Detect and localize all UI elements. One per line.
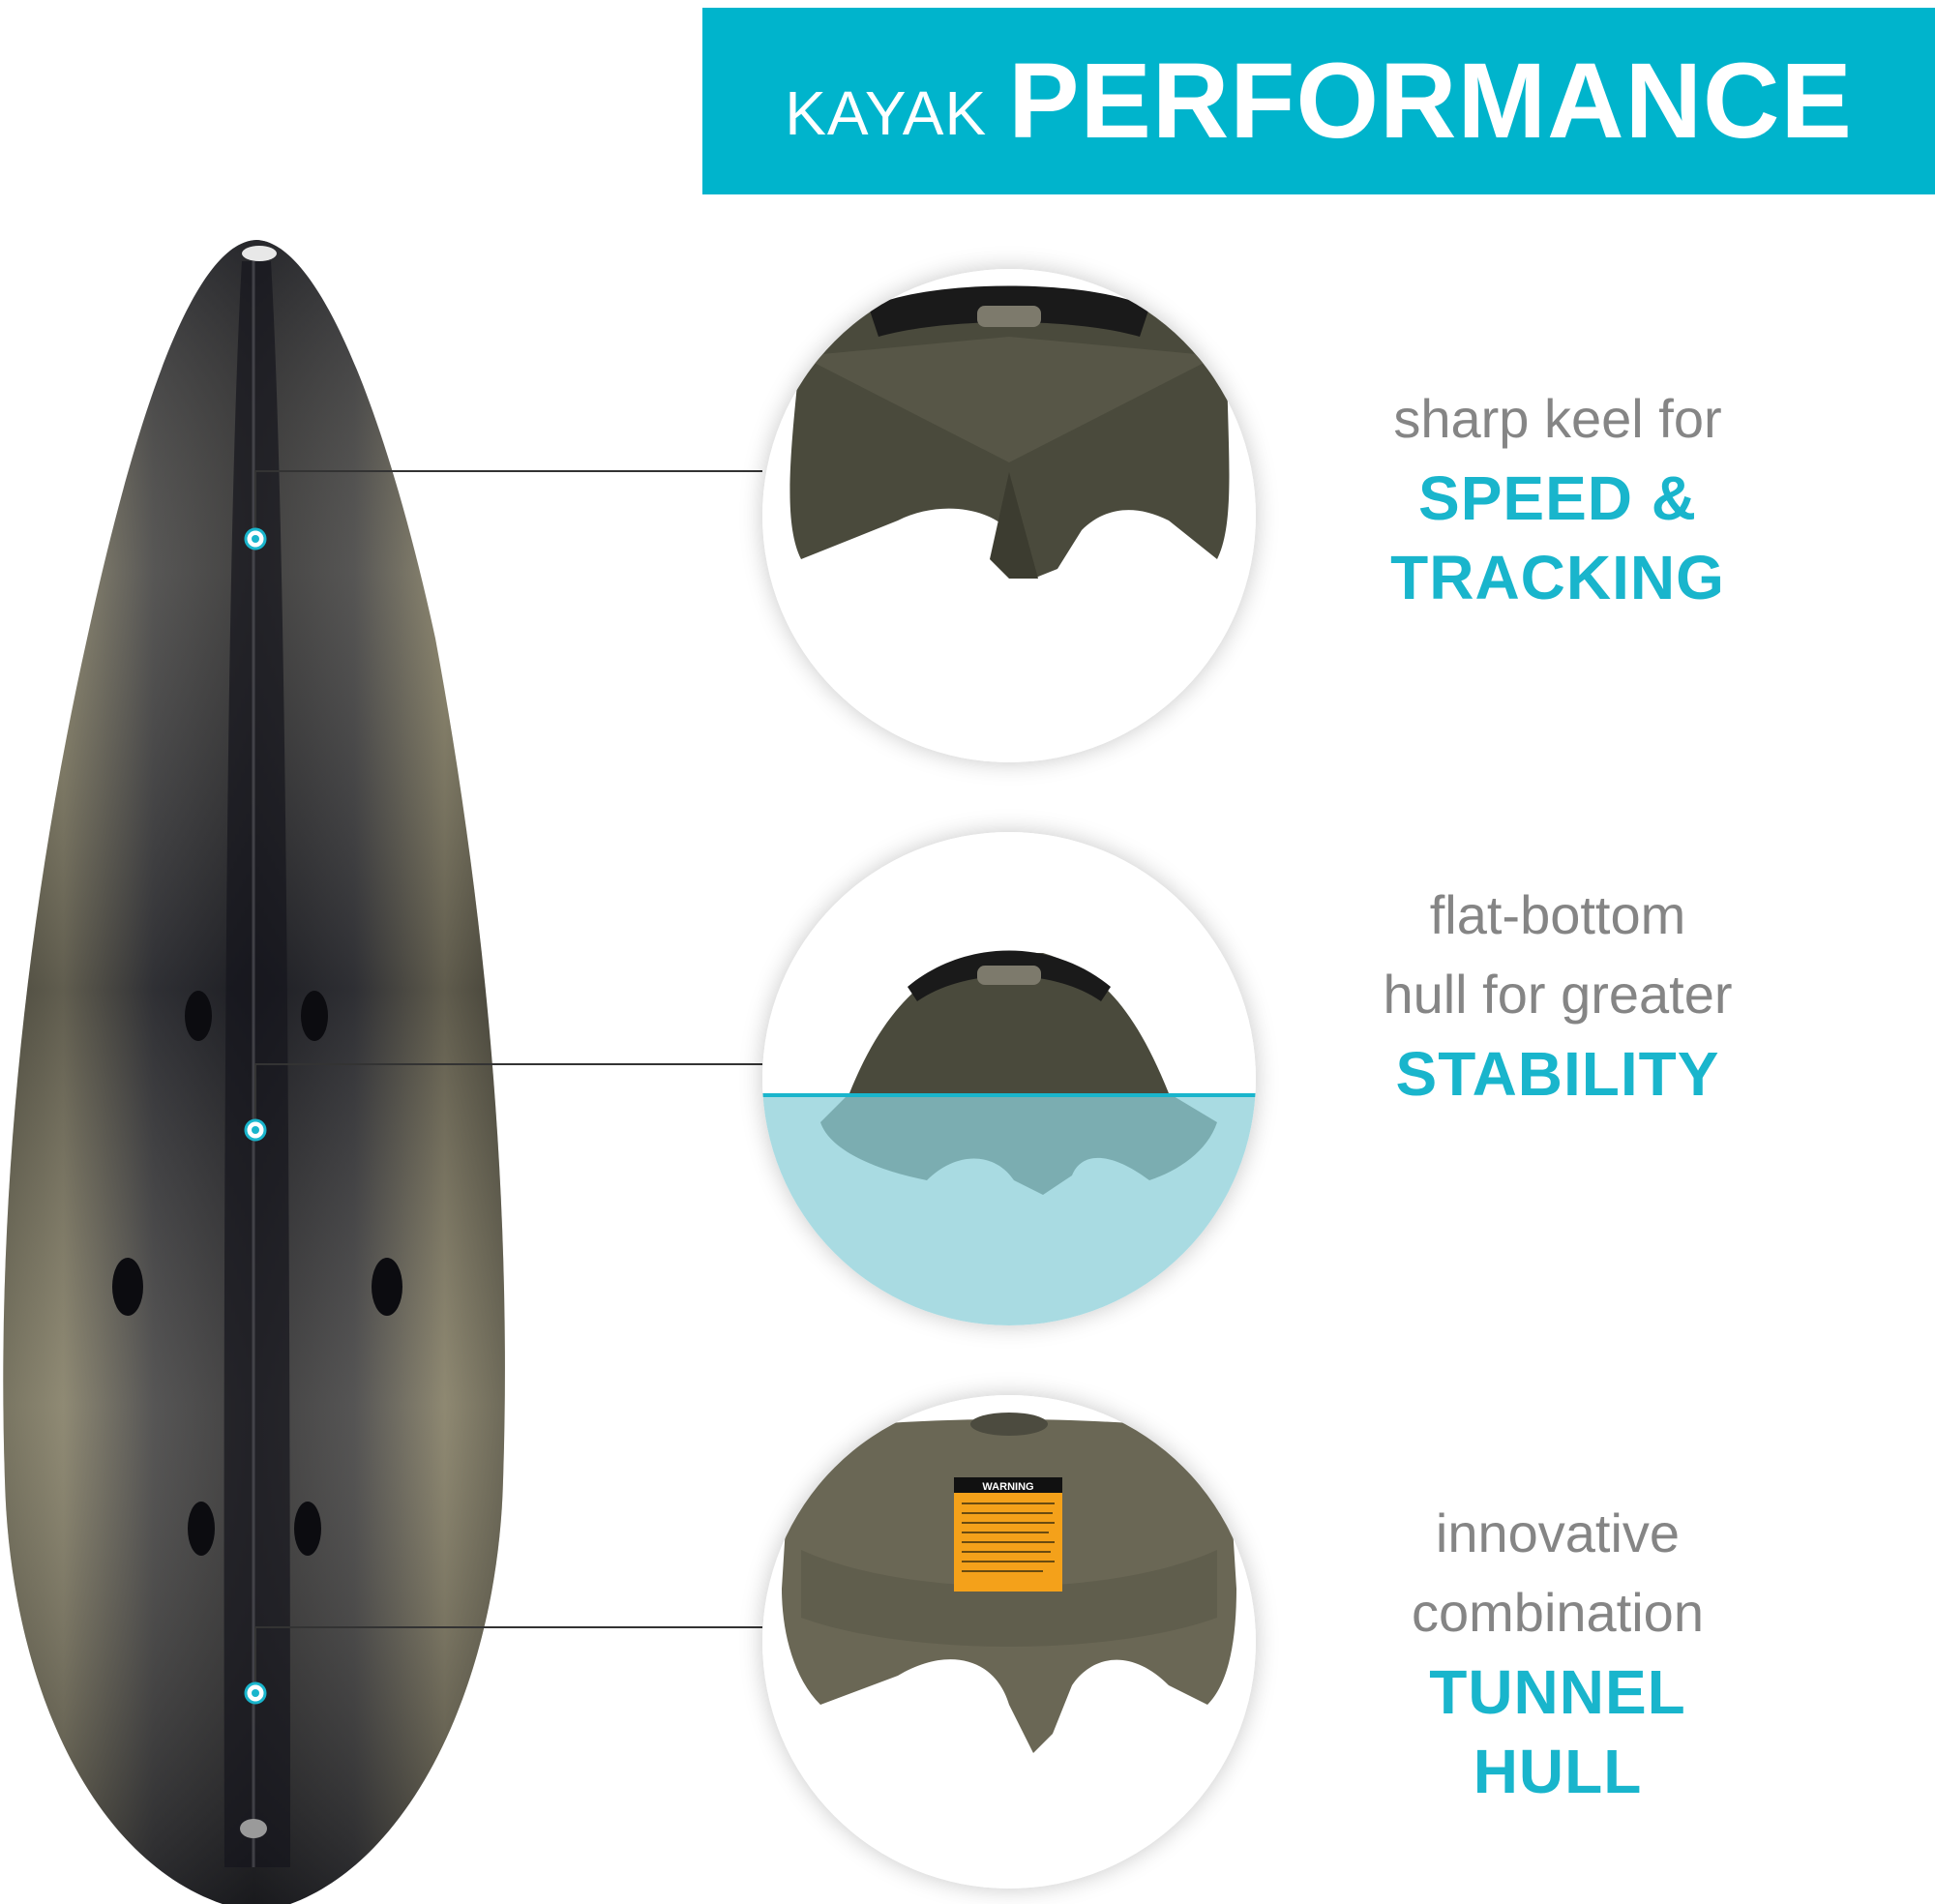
feature-caption-tunnel: innovative combination TUNNEL HULL [1287, 1494, 1829, 1811]
feature-caption-stability: flat-bottom hull for greater STABILITY [1287, 876, 1829, 1114]
caption-bold-line: SPEED & [1418, 463, 1697, 533]
caption-light-line: combination [1412, 1582, 1704, 1643]
header-light-text: KAYAK [785, 77, 988, 148]
tunnel-hull-photo: WARNING [762, 1395, 1256, 1889]
caption-bold-line: TUNNEL [1429, 1657, 1686, 1727]
caption-bold-line: STABILITY [1395, 1039, 1720, 1109]
caption-bold-line: TRACKING [1390, 543, 1725, 612]
warning-label-title: WARNING [982, 1481, 1033, 1493]
flat-bottom-photo [762, 832, 1256, 1325]
header-bold-text: PERFORMANCE [1008, 42, 1853, 161]
caption-bold-line: HULL [1473, 1737, 1643, 1806]
sharp-keel-photo [762, 269, 1256, 762]
feature-caption-speed: sharp keel for SPEED & TRACKING [1287, 379, 1829, 617]
kayak-underside-image [3, 240, 505, 1904]
caption-light-line: hull for greater [1383, 964, 1733, 1025]
header-banner: KAYAK PERFORMANCE [702, 8, 1935, 194]
water-surface [762, 1095, 1256, 1325]
caption-light-line: sharp keel for [1393, 388, 1722, 449]
caption-light-line: innovative [1435, 1502, 1681, 1563]
warning-label: WARNING [954, 1477, 1062, 1592]
caption-light-line: flat-bottom [1429, 884, 1686, 945]
